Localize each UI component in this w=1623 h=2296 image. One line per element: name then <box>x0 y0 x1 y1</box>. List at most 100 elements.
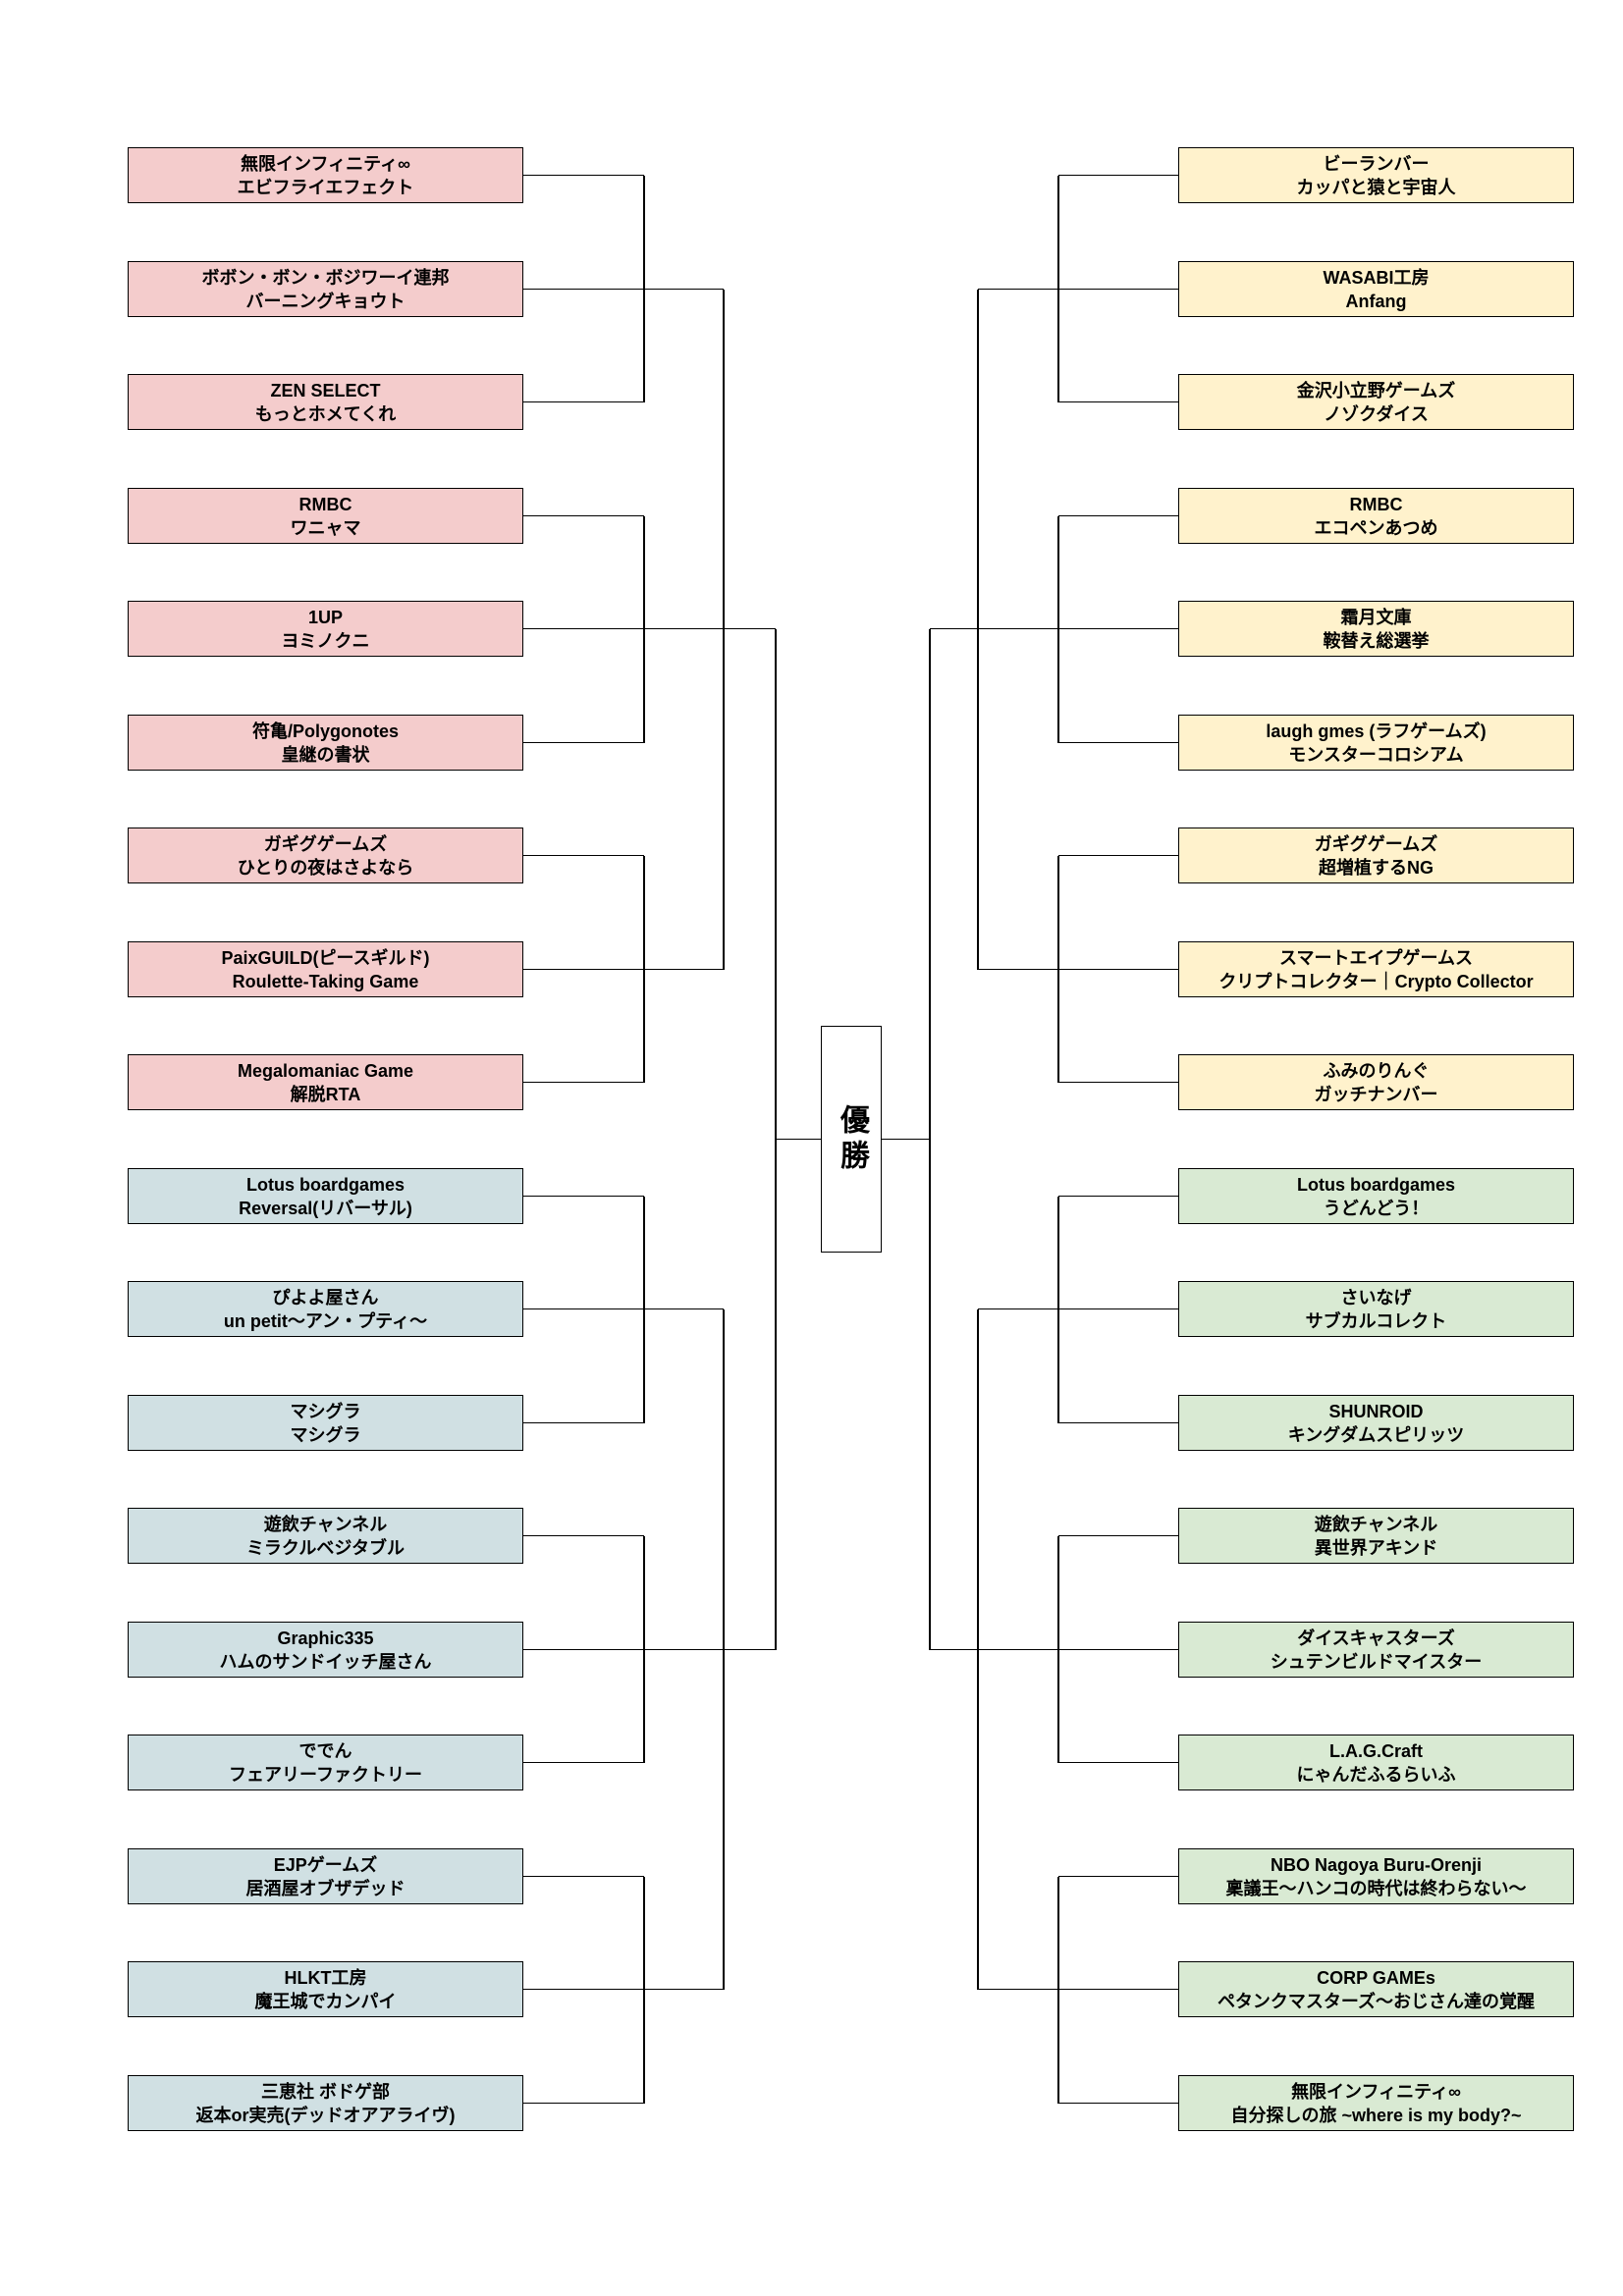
team-box-right-9: ふみのりんぐガッチナンバー <box>1178 1054 1574 1110</box>
team-box-left-7: ガギグゲームズひとりの夜はさよなら <box>128 828 523 883</box>
bracket-line <box>723 289 725 970</box>
team-game: うどんどう！ <box>1323 1198 1430 1218</box>
team-org: EJPゲームズ <box>273 1854 378 1875</box>
team-game: エビフライエフェクト <box>237 177 414 197</box>
team-org: ボボン・ボン・ボジワーイ連邦 <box>201 267 450 288</box>
team-org: さいなげ <box>1340 1287 1412 1308</box>
bracket-line <box>523 1875 644 1878</box>
bracket-line <box>523 400 644 403</box>
bracket-line <box>1058 1421 1178 1424</box>
team-game: ノゾクダイス <box>1324 403 1429 424</box>
team-box-left-12: マシグラマシグラ <box>128 1395 523 1451</box>
team-org: ガギグゲームズ <box>1314 833 1438 854</box>
team-game: Anfang <box>1345 291 1407 311</box>
bracket-line <box>978 288 1178 291</box>
bracket-line <box>523 1761 644 1764</box>
team-org: ビーランバー <box>1323 153 1430 174</box>
bracket-line <box>1058 854 1178 857</box>
team-game: フェアリーファクトリー <box>229 1764 422 1785</box>
team-box-right-5: 霜月文庫鞍替え総選挙 <box>1178 601 1574 657</box>
bracket-line <box>523 627 776 630</box>
team-game: ひとりの夜はさよなら <box>237 857 414 878</box>
team-box-left-2: ボボン・ボン・ボジワーイ連邦バーニングキョウト <box>128 261 523 317</box>
team-org: ふみのりんぐ <box>1323 1060 1430 1081</box>
team-game: マシグラ <box>290 1424 361 1445</box>
team-box-right-8: スマートエイプゲームスクリプトコレクター｜Crypto Collector <box>1178 941 1574 997</box>
team-game: キングダムスピリッツ <box>1287 1424 1465 1445</box>
team-org: laugh gmes (ラフゲームズ) <box>1266 721 1487 741</box>
team-box-left-13: 遊飲チャンネルミラクルベジタブル <box>128 1508 523 1564</box>
bracket-line <box>1058 400 1178 403</box>
team-game: エコペンあつめ <box>1314 517 1438 538</box>
champion-label: 優勝 <box>836 1103 868 1175</box>
team-org: NBO Nagoya Buru-Orenji <box>1270 1854 1483 1875</box>
team-game: 魔王城でカンパイ <box>254 1991 397 2011</box>
bracket-line <box>930 1648 1178 1651</box>
team-org: 符亀/Polygonotes <box>251 721 399 741</box>
team-game: ガッチナンバー <box>1314 1084 1438 1104</box>
team-org: Graphic335 <box>277 1628 374 1648</box>
team-org: ZEN SELECT <box>270 380 381 400</box>
team-game: un petit～アン・プティ～ <box>223 1310 428 1331</box>
bracket-line <box>523 1534 644 1537</box>
team-box-right-6: laugh gmes (ラフゲームズ) モンスターコロシアム <box>1178 715 1574 771</box>
bracket-line <box>978 1308 1178 1310</box>
team-box-left-17: HLKT工房魔王城でカンパイ <box>128 1961 523 2017</box>
team-game: モンスターコロシアム <box>1288 744 1464 765</box>
team-org: PaixGUILD(ピースギルド) <box>221 947 430 968</box>
team-game: 自分探しの旅 ~where is my body?~ <box>1230 2105 1522 2125</box>
team-game: 居酒屋オブザデッド <box>245 1878 406 1898</box>
bracket-line <box>523 2102 644 2105</box>
bracket-line <box>930 627 1178 630</box>
bracket-line <box>523 1421 644 1424</box>
team-org: マシグラ <box>290 1401 361 1421</box>
team-game: 解脱RTA <box>290 1084 361 1104</box>
bracket-line <box>1058 174 1178 177</box>
team-org: Lotus boardgames <box>245 1174 406 1195</box>
team-box-left-16: EJPゲームズ居酒屋オブザデッド <box>128 1848 523 1904</box>
team-game: もっとホメてくれ <box>254 403 397 424</box>
team-game: 稟議王～ハンコの時代は終わらない～ <box>1225 1878 1527 1898</box>
bracket-line <box>523 174 644 177</box>
bracket-line <box>523 288 724 291</box>
team-org: 霜月文庫 <box>1340 607 1412 627</box>
team-org: WASABI工房 <box>1323 267 1430 288</box>
bracket-line <box>523 1648 776 1651</box>
team-game: ヨミノクニ <box>281 630 370 651</box>
team-org: 遊飲チャンネル <box>1314 1514 1438 1534</box>
bracket-line <box>978 968 1178 971</box>
bracket-line <box>523 1081 644 1084</box>
bracket-line <box>1058 514 1178 517</box>
bracket-line <box>523 1195 644 1198</box>
bracket-line <box>776 1138 821 1141</box>
team-game: 鞍替え総選挙 <box>1323 630 1430 651</box>
team-org: 無限インフィニティ∞ <box>241 153 410 174</box>
team-org: CORP GAMEs <box>1317 1967 1435 1988</box>
team-game: サブカルコレクト <box>1305 1310 1447 1331</box>
champion-box: 優勝 <box>821 1026 882 1253</box>
team-box-right-18: 無限インフィニティ∞自分探しの旅 ~where is my body?~ <box>1178 2075 1574 2131</box>
bracket-line <box>523 854 644 857</box>
team-org: 金沢小立野ゲームズ <box>1296 380 1456 400</box>
bracket-line <box>977 1308 979 1990</box>
bracket-line <box>882 1138 930 1141</box>
team-box-left-8: PaixGUILD(ピースギルド)Roulette-Taking Game <box>128 941 523 997</box>
bracket-line <box>977 289 979 970</box>
team-org: 1UP <box>307 607 343 627</box>
bracket-line <box>1058 1761 1178 1764</box>
team-box-right-1: ビーランバーカッパと猿と宇宙人 <box>1178 147 1574 203</box>
team-org: L.A.G.Craft <box>1328 1740 1423 1761</box>
team-box-left-3: ZEN SELECT もっとホメてくれ <box>128 374 523 430</box>
bracket-line <box>1058 1534 1178 1537</box>
bracket-line <box>1058 741 1178 744</box>
team-org: ででん <box>298 1740 352 1761</box>
team-org: HLKT工房 <box>284 1967 367 1988</box>
team-box-right-11: さいなげサブカルコレクト <box>1178 1281 1574 1337</box>
